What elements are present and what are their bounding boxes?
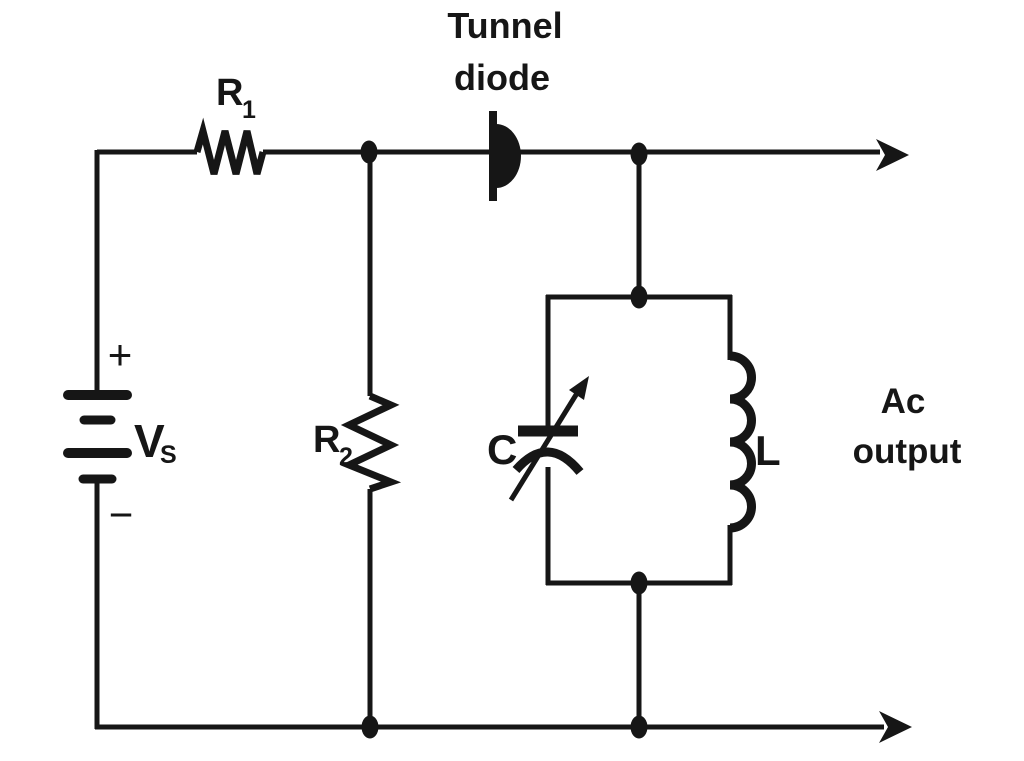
- vs-label-subscript: S: [160, 441, 177, 469]
- tunnel-diode-symbol: [489, 111, 521, 201]
- junction-dot: [630, 285, 648, 309]
- junction-dot: [360, 140, 378, 164]
- battery-plus-sign: +: [108, 331, 133, 378]
- inductor-label: L: [755, 427, 781, 474]
- resistor-r1-symbol: [193, 117, 267, 175]
- variable-arrow-head-icon: [569, 376, 589, 400]
- junction-dot: [630, 715, 648, 739]
- arrow-right-icon: [876, 139, 909, 171]
- junction-dot: [361, 715, 379, 739]
- r1-label-subscript: 1: [242, 96, 256, 124]
- inductor-symbol: [729, 351, 756, 533]
- variable-arrow-shaft: [508, 388, 582, 502]
- capacitor-label: C: [487, 426, 517, 473]
- tunnel-diode-label-line2: diode: [454, 57, 550, 98]
- junction-dot: [630, 571, 648, 595]
- arrow-right-icon: [879, 711, 912, 743]
- r2-label-subscript: 2: [339, 443, 353, 471]
- vs-label: V: [134, 415, 165, 467]
- ac-output-label-line2: output: [853, 432, 962, 471]
- tunnel-diode-dome: [496, 124, 521, 188]
- r1-label: R: [216, 72, 243, 114]
- r2-label: R: [313, 419, 340, 461]
- capacitor-curved-plate: [512, 447, 584, 475]
- resistor-r2-symbol: [340, 392, 402, 493]
- wires: [94, 149, 884, 730]
- junction-dot: [630, 142, 648, 166]
- battery-minus-sign: −: [109, 491, 134, 538]
- ac-output-label-line1: Ac: [881, 382, 926, 421]
- variable-capacitor-symbol: [508, 376, 589, 502]
- voltage-source-symbol: [63, 390, 132, 484]
- tunnel-diode-label-line1: Tunnel: [447, 5, 562, 46]
- junction-dots: [360, 140, 648, 739]
